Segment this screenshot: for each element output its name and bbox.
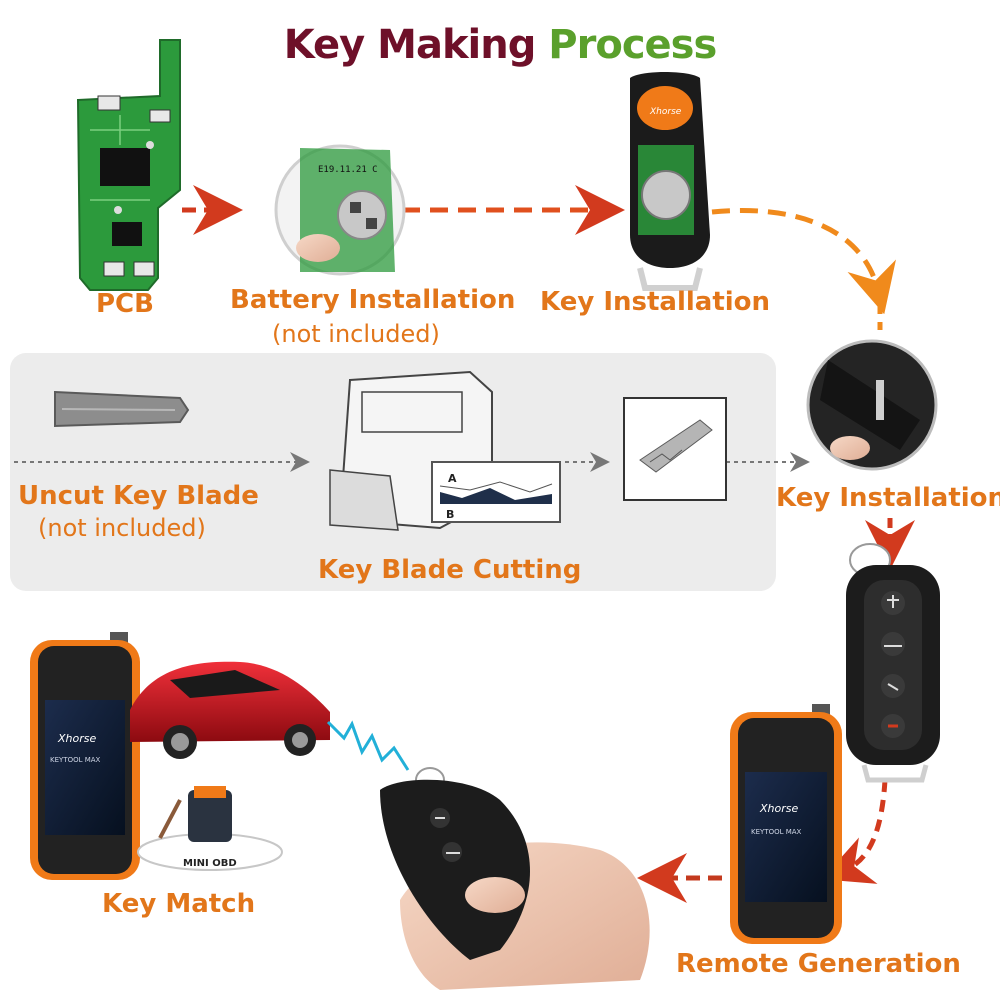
profile-b-label: B — [446, 508, 454, 521]
label-uncut-note: (not included) — [38, 514, 206, 542]
keytool-max-device-left: Xhorse KEYTOOL MAX — [30, 632, 140, 880]
model-text-right: KEYTOOL MAX — [751, 828, 802, 836]
profile-a-label: A — [448, 472, 457, 485]
battery-installation-image: E19.11.21 C — [274, 144, 406, 276]
key-housing-open: Xhorse — [630, 72, 710, 291]
keytool-max-device-right: Xhorse KEYTOOL MAX — [730, 704, 842, 944]
cut-key-blade-image — [623, 397, 727, 501]
label-key-installation-2: Key Installation — [776, 483, 1000, 513]
red-car-image — [130, 661, 330, 759]
signal-wave — [326, 720, 410, 771]
label-uncut-key-blade: Uncut Key Blade — [18, 481, 259, 511]
uncut-key-blade-image — [54, 390, 190, 428]
brand-text-top: Xhorse — [649, 107, 682, 117]
label-key-match: Key Match — [102, 889, 256, 919]
label-battery-installation: Battery Installation — [230, 285, 516, 315]
pcb-board — [76, 39, 181, 291]
hand-holding-key — [380, 767, 650, 990]
brand-text-right: Xhorse — [759, 802, 798, 815]
key-cutting-machine-image: A B — [329, 370, 561, 531]
label-key-installation-1: Key Installation — [540, 287, 771, 317]
remote-key-image — [846, 543, 940, 783]
mini-obd-text: MINI OBD — [183, 858, 237, 869]
title-part-2: Process — [548, 22, 717, 68]
brand-text-left: Xhorse — [57, 732, 96, 745]
mini-obd-image: MINI OBD — [137, 786, 283, 871]
model-text-left: KEYTOOL MAX — [50, 756, 101, 764]
arrow-remote-to-generation — [821, 779, 888, 884]
label-pcb: PCB — [96, 289, 154, 319]
arrow-key-to-curve — [711, 207, 896, 330]
key-installation-closeup — [806, 339, 938, 471]
label-key-blade-cutting: Key Blade Cutting — [318, 555, 582, 585]
pcb-code-text: E19.11.21 C — [318, 165, 378, 175]
label-battery-note: (not included) — [272, 320, 440, 348]
page-title: Key Making Process — [0, 22, 1000, 68]
label-remote-generation: Remote Generation — [676, 949, 961, 979]
title-part-1: Key Making — [283, 22, 537, 68]
